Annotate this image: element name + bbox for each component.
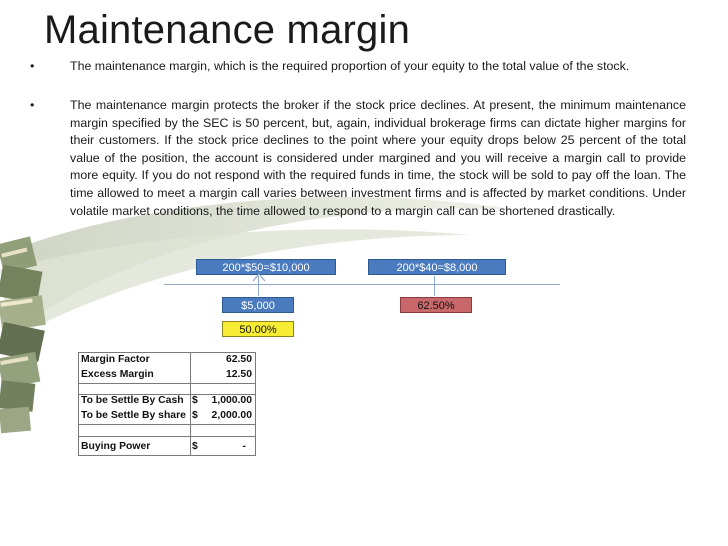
equity-box: $5,000	[222, 297, 294, 313]
row-value: 62.50	[225, 354, 252, 365]
bullet-text: The maintenance margin, which is the req…	[70, 59, 630, 73]
row-currency: $	[192, 410, 198, 421]
row-label: Excess Margin	[81, 369, 154, 380]
table-row: To be Settle By Cash $ 1,000.00	[78, 393, 254, 409]
table-row: Buying Power $ -	[78, 439, 254, 455]
row-label: Margin Factor	[81, 354, 150, 365]
bullet-text: The maintenance margin protects the brok…	[70, 98, 686, 218]
current-margin-box: 62.50%	[400, 297, 472, 313]
initial-margin-box: 50.00%	[222, 321, 294, 337]
row-label: Buying Power	[81, 441, 151, 452]
margin-table: Margin Factor 62.50 Excess Margin 12.50 …	[78, 352, 256, 456]
table-row: Excess Margin 12.50	[78, 367, 254, 383]
row-value: 1,000.00	[211, 395, 252, 406]
bullet-item: • The maintenance margin, which is the r…	[30, 58, 686, 76]
row-value: 12.50	[225, 369, 252, 380]
initial-value-box: 200*$50=$10,000	[196, 259, 336, 275]
bullet-marker: •	[30, 59, 35, 73]
arrow-up-icon	[252, 273, 266, 282]
row-currency: $	[192, 441, 198, 452]
table-row: Margin Factor 62.50	[78, 352, 254, 368]
row-label: To be Settle By Cash	[81, 395, 184, 406]
bullet-item: • The maintenance margin protects the br…	[30, 97, 686, 220]
row-label: To be Settle By share	[81, 410, 186, 421]
table-row: To be Settle By share $ 2,000.00	[78, 408, 254, 424]
timeline-tick	[258, 276, 259, 296]
timeline-line	[164, 284, 560, 285]
row-value: -	[242, 441, 246, 452]
row-value: 2,000.00	[211, 410, 252, 421]
bullet-marker: •	[30, 98, 35, 112]
slide-title: Maintenance margin	[44, 8, 411, 52]
row-currency: $	[192, 395, 198, 406]
current-value-box: 200*$40=$8,000	[368, 259, 506, 275]
timeline-tick	[434, 276, 435, 296]
